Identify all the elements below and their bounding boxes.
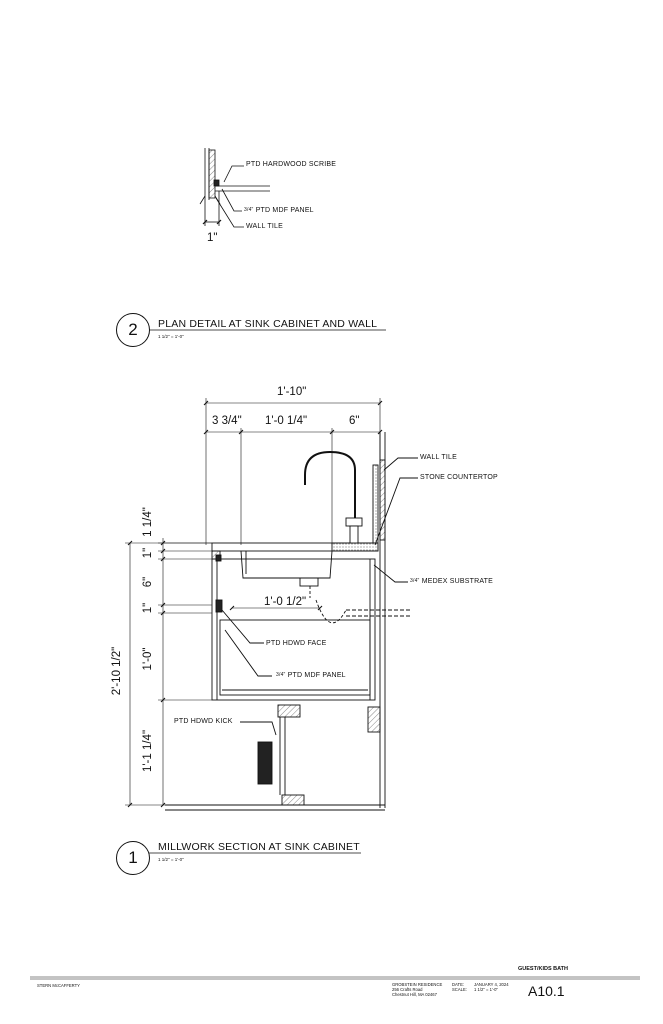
date-label: DATE:: [452, 982, 465, 987]
dim-height-1a: 1": [142, 547, 154, 559]
fraction-three-quarter: 3/4": [276, 672, 286, 678]
dim-width-2: 1'-0 1/4": [265, 415, 308, 427]
detail-2-title: PLAN DETAIL AT SINK CABINET AND WALL: [158, 318, 378, 330]
firm-name: STERN McCAFFERTY: [37, 983, 80, 988]
label-ptd-mdf-panel: 3/4" PTD MDF PANEL: [276, 672, 346, 679]
dim-height-kick: 1'-1 1/4": [142, 729, 154, 773]
project-line: 256 Crafts Road: [392, 987, 423, 992]
dim-drawer-width: 1'-0 1/2": [264, 596, 307, 608]
label-wall-tile-top: WALL TILE: [246, 223, 283, 230]
sink-cabinet-section-graphic: [165, 432, 418, 811]
label-ptd-hdwd-face: PTD HDWD FACE: [266, 640, 327, 647]
project-line: GROBSTEIN RESIDENCE: [392, 982, 443, 987]
label-wall-tile: WALL TILE: [420, 454, 457, 461]
date-value: JANUARY 4, 2024: [474, 982, 509, 987]
label-ptd-hdwd-kick: PTD HDWD KICK: [174, 718, 233, 725]
project-line: Chestnut Hill, MA 02467: [392, 992, 437, 997]
fraction-three-quarter: 3/4": [244, 207, 254, 213]
detail-1-bubble: 1: [116, 841, 150, 875]
dim-overall-height: 2'-10 1/2": [111, 646, 123, 696]
detail-1-title: MILLWORK SECTION AT SINK CABINET: [158, 841, 360, 853]
label-text: PTD MDF PANEL: [255, 207, 314, 214]
detail-1-scale: 1 1/2" = 1'-0": [158, 857, 184, 862]
label-text: MEDEX SUBSTRATE: [421, 578, 494, 585]
dim-height-10: 1'-0": [142, 647, 154, 671]
dim-width-3: 6": [349, 415, 360, 427]
section-dimension-lines: [125, 398, 383, 808]
dim-height-1b: 1": [142, 602, 154, 614]
scale-label: SCALE:: [452, 987, 467, 992]
label-stone-countertop: STONE COUNTERTOP: [420, 474, 498, 481]
sheet-number: A10.1: [528, 983, 565, 999]
dim-height-top: 1 1/4": [142, 507, 154, 537]
label-ptd-mdf-panel-top: 3/4" PTD MDF PANEL: [244, 207, 314, 214]
dim-overall-width: 1'-10": [277, 386, 307, 398]
label-medex-substrate: 3/4" MEDEX SUBSTRATE: [410, 578, 493, 585]
dim-height-6: 6": [142, 576, 154, 588]
date-scale-values: JANUARY 4, 2024 1 1/2" = 1'-0": [474, 982, 509, 992]
detail-2-bubble: 2: [116, 313, 150, 347]
date-scale-labels: DATE: SCALE:: [452, 982, 467, 992]
label-ptd-hardwood-scribe: PTD HARDWOOD SCRIBE: [246, 161, 337, 168]
sheet-name: GUEST/KIDS BATH: [518, 966, 569, 972]
scale-value: 1 1/2" = 1'-0": [474, 987, 498, 992]
plan-detail-top-graphic: [199, 148, 270, 228]
project-info: GROBSTEIN RESIDENCE 256 Crafts Road Ches…: [392, 982, 442, 997]
dim-width-1: 3 3/4": [212, 415, 242, 427]
fraction-three-quarter: 3/4": [410, 578, 420, 584]
dim-top-1-inch: 1": [207, 232, 218, 244]
titleblock-lines: [30, 976, 640, 980]
detail-2-scale: 1 1/2" = 1'-0": [158, 334, 184, 339]
label-text: PTD MDF PANEL: [287, 672, 346, 679]
